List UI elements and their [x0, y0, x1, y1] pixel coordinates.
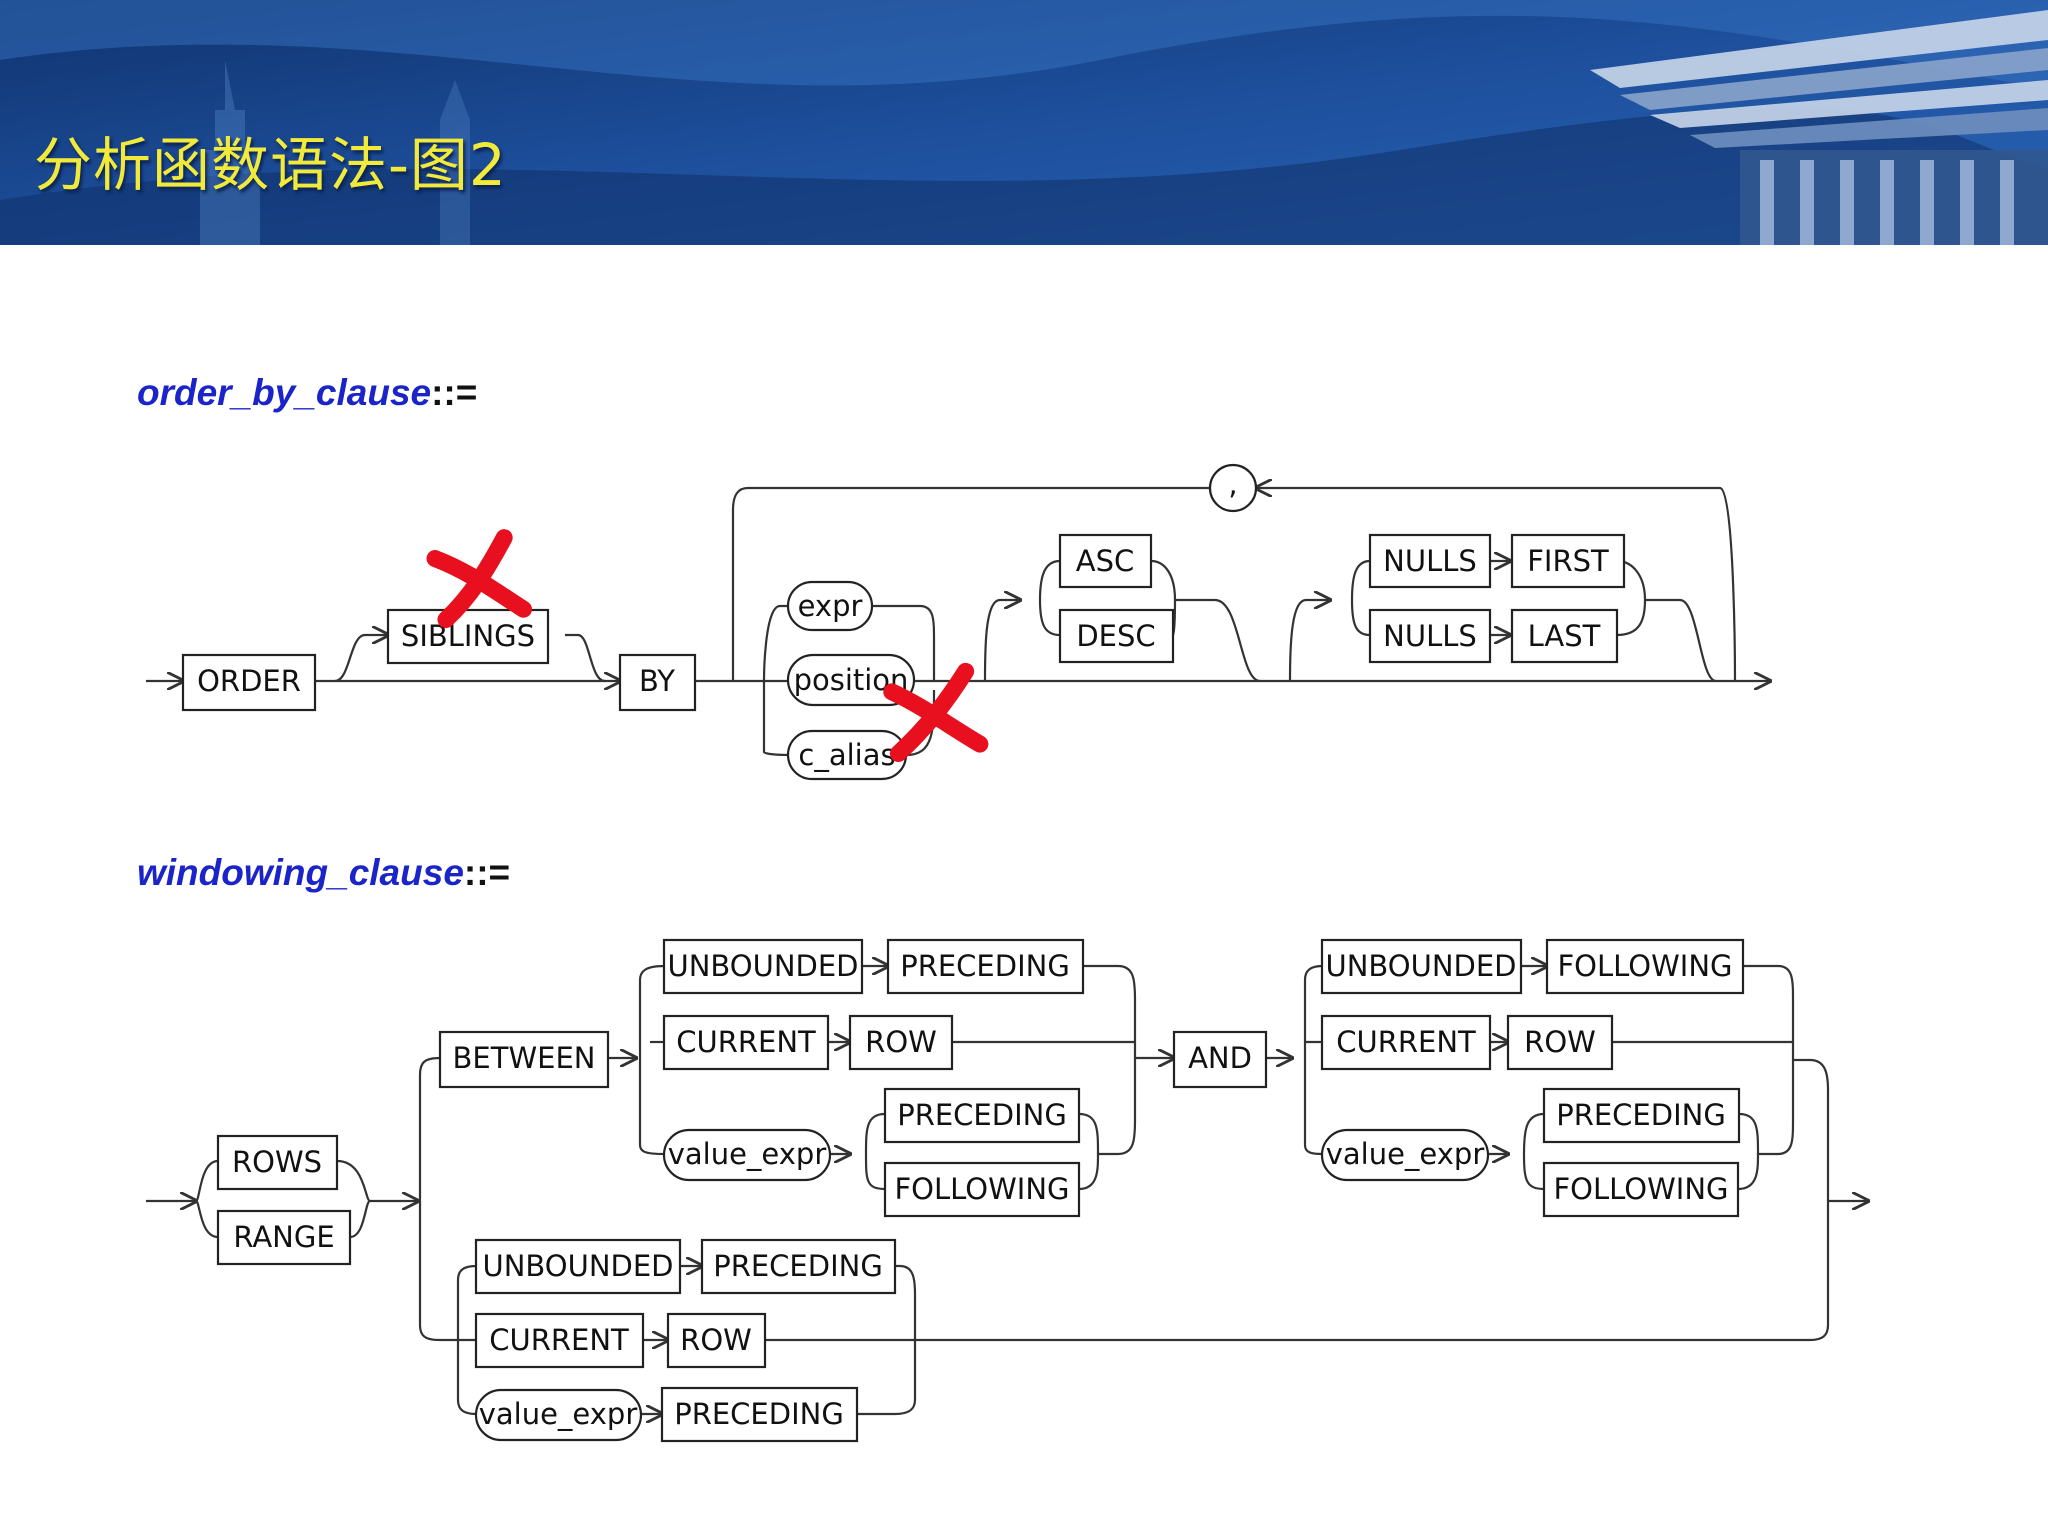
desc-keyword-box — [1058, 608, 1175, 664]
between-end-current-label: CURRENT — [1336, 1025, 1476, 1059]
c-alias-operand-label: c_alias — [798, 738, 895, 772]
between-start-value-following-label: FOLLOWING — [894, 1172, 1069, 1206]
between-start-unbounded-label: UNBOUNDED — [667, 949, 858, 983]
rows-keyword-box — [216, 1134, 339, 1191]
and-keyword-box — [1172, 1030, 1268, 1089]
nulls-first-nulls-box — [1368, 533, 1492, 589]
between-start-value-following-box — [883, 1161, 1081, 1218]
between-keyword-box — [438, 1030, 610, 1089]
first-keyword-label: FIRST — [1527, 544, 1609, 578]
nulls-last-nulls-box — [1368, 608, 1492, 664]
between-start-current-box — [662, 1014, 830, 1071]
asc-keyword-label: ASC — [1076, 544, 1135, 578]
between-keyword-label: BETWEEN — [453, 1041, 596, 1075]
single-unbounded-preceding-label: PRECEDING — [713, 1249, 883, 1283]
between-end-value-expr-oval — [1320, 1128, 1490, 1182]
between-start-row-box — [848, 1014, 954, 1071]
order-keyword-box — [181, 653, 317, 712]
by-keyword-label: BY — [639, 664, 675, 698]
windowing-clause-keyword: windowing_clause — [137, 852, 464, 893]
between-end-value-expr-label: value_expr — [1326, 1137, 1485, 1171]
range-keyword-box — [216, 1209, 352, 1266]
last-keyword-label: LAST — [1528, 619, 1601, 653]
order-by-clause-keyword: order_by_clause — [137, 372, 432, 413]
windowing-clause-definition-symbol: ::= — [463, 852, 511, 893]
between-start-current-label: CURRENT — [676, 1025, 816, 1059]
between-start-value-preceding-box — [883, 1087, 1081, 1144]
single-row-label: ROW — [680, 1323, 752, 1357]
last-keyword-box — [1510, 608, 1619, 664]
single-value-expr-label: value_expr — [479, 1397, 638, 1431]
single-unbounded-box — [474, 1238, 682, 1295]
between-start-preceding-label: PRECEDING — [900, 949, 1070, 983]
between-start-preceding-box — [886, 938, 1085, 995]
header-banner: 分析函数语法-图2 — [0, 0, 2048, 245]
cross-mark-icon — [883, 662, 989, 762]
between-start-row-label: ROW — [865, 1025, 937, 1059]
between-end-unbounded-box — [1320, 938, 1523, 995]
first-keyword-box — [1510, 533, 1626, 589]
between-end-value-following-box — [1542, 1161, 1740, 1218]
single-row-box — [666, 1312, 767, 1369]
between-end-value-preceding-box — [1542, 1087, 1741, 1144]
single-unbounded-preceding-box — [700, 1238, 897, 1295]
nulls-last-nulls-label: NULLS — [1383, 619, 1477, 653]
rows-keyword-label: ROWS — [232, 1145, 322, 1179]
range-keyword-label: RANGE — [233, 1220, 334, 1254]
single-unbounded-label: UNBOUNDED — [482, 1249, 673, 1283]
comma-separator-circle — [1208, 463, 1258, 513]
between-end-unbounded-label: UNBOUNDED — [1325, 949, 1516, 983]
cross-mark-icon — [426, 529, 532, 629]
and-keyword-label: AND — [1188, 1041, 1252, 1075]
between-start-unbounded-box — [662, 938, 864, 995]
single-current-box — [474, 1312, 645, 1369]
between-end-value-preceding-label: PRECEDING — [1556, 1098, 1726, 1132]
single-value-preceding-box — [660, 1386, 859, 1443]
by-keyword-box — [618, 653, 697, 712]
nulls-first-nulls-label: NULLS — [1383, 544, 1477, 578]
single-value-expr-oval — [474, 1388, 643, 1442]
asc-keyword-box — [1058, 533, 1153, 589]
position-operand-oval — [786, 653, 916, 707]
windowing-clause-heading: windowing_clause::= — [137, 852, 510, 894]
between-start-value-expr-oval — [662, 1128, 832, 1182]
siblings-keyword-label: SIBLINGS — [401, 619, 535, 653]
order-keyword-label: ORDER — [197, 664, 301, 698]
between-start-value-preceding-label: PRECEDING — [897, 1098, 1067, 1132]
single-value-preceding-label: PRECEDING — [674, 1397, 844, 1431]
banner-background-graphic — [0, 0, 2048, 245]
between-end-following-label: FOLLOWING — [1557, 949, 1732, 983]
windowing-diagram: ROWS RANGE BETWEEN UNBOUNDED PRECEDING C… — [146, 938, 1868, 1443]
between-end-row-box — [1506, 1014, 1614, 1071]
between-end-value-following-label: FOLLOWING — [1553, 1172, 1728, 1206]
expr-operand-oval — [786, 580, 874, 632]
between-start-value-expr-label: value_expr — [668, 1137, 827, 1171]
single-current-label: CURRENT — [489, 1323, 629, 1357]
page-title: 分析函数语法-图2 — [34, 131, 507, 199]
siblings-keyword-box — [386, 608, 550, 665]
order-by-clause-heading: order_by_clause::= — [137, 372, 477, 414]
order-by-clause-definition-symbol: ::= — [431, 372, 478, 413]
order-by-diagram: ORDER SIBLINGS BY expr position c_alias … — [146, 463, 1770, 781]
between-end-following-box — [1545, 938, 1745, 995]
between-end-row-label: ROW — [1524, 1025, 1596, 1059]
comma-separator-label: , — [1228, 467, 1237, 501]
expr-operand-label: expr — [798, 589, 863, 623]
between-end-current-box — [1320, 1014, 1492, 1071]
desc-keyword-label: DESC — [1076, 619, 1155, 653]
